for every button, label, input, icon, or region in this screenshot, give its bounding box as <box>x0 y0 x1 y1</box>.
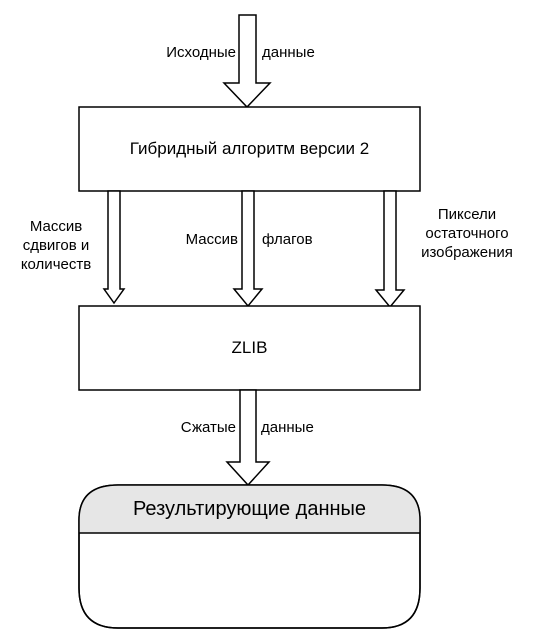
flags-label-right: флагов <box>262 231 313 248</box>
input-label-left: Исходные <box>166 44 236 61</box>
algorithm-box <box>78 106 421 192</box>
pixels-arrow <box>374 190 406 309</box>
result-store-header <box>79 485 420 533</box>
shifts-label-line: сдвигов и <box>22 237 90 254</box>
input-arrow <box>222 14 272 109</box>
shifts-arrow <box>102 190 126 305</box>
compressed-label-right: данные <box>261 419 314 436</box>
result-store-title: Результирующие данные <box>132 497 367 520</box>
shifts-label: Массив сдвигов и количеств <box>10 217 102 274</box>
pixels-label-line: изображения <box>421 244 513 261</box>
zlib-box-label: ZLIB <box>231 338 268 357</box>
algorithm-box-label: Гибридный алгоритм версии 2 <box>129 139 370 158</box>
pixels-label-line: Пиксели <box>437 206 497 223</box>
flags-label-left: Массив <box>185 231 238 248</box>
flags-arrow <box>232 190 264 308</box>
compressed-label-left: Сжатые <box>180 419 236 436</box>
shifts-label-line: Массив <box>29 218 83 235</box>
compressed-arrow <box>225 389 271 487</box>
zlib-box <box>78 305 421 391</box>
pixels-label-line: остаточного <box>425 225 509 242</box>
pixels-label: Пиксели остаточного изображения <box>402 205 532 262</box>
input-label-right: данные <box>262 44 315 61</box>
shifts-label-line: количеств <box>20 256 92 273</box>
